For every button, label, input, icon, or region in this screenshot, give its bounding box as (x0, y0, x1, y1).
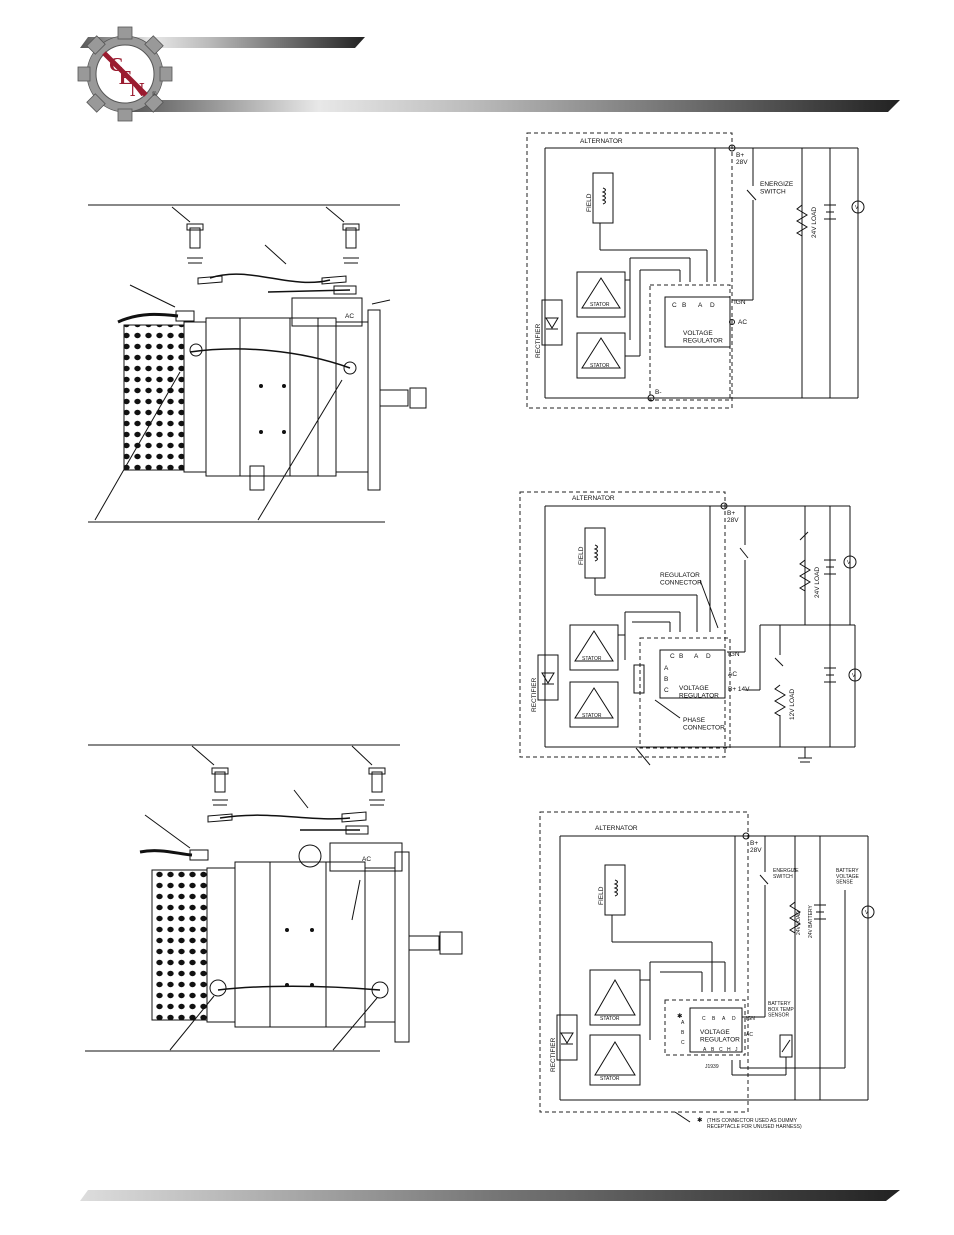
d1-field: FIELD (586, 193, 593, 212)
d1-term-c: C (672, 302, 677, 309)
d2-stator-2: STATOR (582, 713, 602, 719)
d1-stator-1: STATOR (590, 302, 610, 308)
d2-meter-1: V (847, 560, 851, 566)
header-bar (80, 37, 900, 112)
d1-ac: AC (738, 319, 747, 326)
d1-ign: IGN (734, 299, 746, 306)
d3-bplus: B+ (750, 840, 758, 847)
d3-term-a: A (722, 1016, 726, 1022)
d3-ac: AC (746, 1032, 753, 1038)
d1-28v: 28V (736, 159, 748, 166)
d1-rectifier: RECTIFIER (535, 323, 542, 358)
d2-term-c: C (670, 653, 675, 660)
d3-bot-c: C (719, 1047, 723, 1053)
footer-bar (80, 1190, 900, 1201)
d2-28v: 28V (727, 517, 739, 524)
d1-term-b: B (682, 302, 686, 309)
d3-term-b: B (712, 1016, 716, 1022)
logo-reg: ® (152, 91, 157, 98)
d3-term-c: C (702, 1016, 706, 1022)
d2-term-a: A (694, 653, 699, 660)
d2-term-b: B (679, 653, 683, 660)
d3-meter: V (865, 910, 869, 916)
photo1-ac-label: AC (345, 313, 354, 320)
svg-text:E: E (119, 67, 132, 89)
d3-bot-a: A (703, 1047, 707, 1053)
schematic-3: ALTERNATOR B+ 28V FIELD STATOR STATOR RE… (539, 811, 875, 1130)
d2-phase-c: C (664, 687, 669, 694)
d2-alternator: ALTERNATOR (572, 495, 615, 502)
d3-side-c: C (681, 1040, 685, 1046)
d3-bot-b: B (711, 1047, 715, 1053)
svg-text:N: N (130, 79, 145, 101)
d2-phase-b: B (664, 676, 668, 683)
d2-rectifier: RECTIFIER (531, 677, 538, 712)
d3-star-1: ✱ (677, 1012, 683, 1020)
d3-stator-2: STATOR (600, 1076, 620, 1082)
d2-load12: 12V LOAD (789, 689, 796, 720)
d1-term-a: A (698, 302, 703, 309)
d3-ign: IGN (746, 1016, 755, 1022)
d3-battery: 24V BATTERY (808, 904, 814, 938)
d3-stator-1: STATOR (600, 1016, 620, 1022)
d3-load: 24V LOAD (796, 911, 802, 935)
d1-bplus: B+ (736, 152, 744, 159)
d3-field: FIELD (598, 886, 605, 905)
d1-stator-2: STATOR (590, 363, 610, 369)
schematic-1: ALTERNATOR B+ 28V FIELD STATOR STATOR RE… (526, 132, 865, 409)
d2-ac: AC (728, 671, 737, 678)
d3-alternator: ALTERNATOR (595, 825, 638, 832)
d1-term-d: D (710, 302, 715, 309)
d2-b14: B+ 14V (728, 686, 750, 693)
d1-bminus: B- (655, 389, 662, 396)
d3-28v: 28V (750, 847, 762, 854)
d2-bplus: B+ (727, 510, 735, 517)
d2-meter-2: V (852, 673, 856, 679)
d2-phase-a: A (664, 665, 669, 672)
d2-ign: IGN (728, 651, 740, 658)
d2-term-d: D (706, 653, 711, 660)
d2-load24: 24V LOAD (814, 567, 821, 598)
d3-term-d: D (732, 1016, 736, 1022)
alternator-illustration-1: AC (88, 204, 427, 523)
d1-meter: V (855, 205, 859, 211)
svg-text:C: C (109, 54, 123, 76)
photo2-ac-label: AC (362, 856, 371, 863)
d2-stator-1: STATOR (582, 656, 602, 662)
cen-logo: C E N ® (77, 26, 173, 122)
d3-rectifier: RECTIFIER (550, 1037, 557, 1072)
alternator-illustration-2: AC (85, 744, 463, 1052)
d3-j1939: J1939 (705, 1064, 719, 1070)
d3-side-a: A (681, 1020, 685, 1026)
d3-star-2: ✱ (697, 1116, 703, 1124)
d2-field: FIELD (578, 546, 585, 565)
d3-bot-j: J (735, 1047, 738, 1053)
d3-bot-h: H (727, 1047, 731, 1053)
d3-side-b: B (681, 1030, 685, 1036)
d1-alternator: ALTERNATOR (580, 138, 623, 145)
d1-load: 24V LOAD (811, 207, 818, 238)
